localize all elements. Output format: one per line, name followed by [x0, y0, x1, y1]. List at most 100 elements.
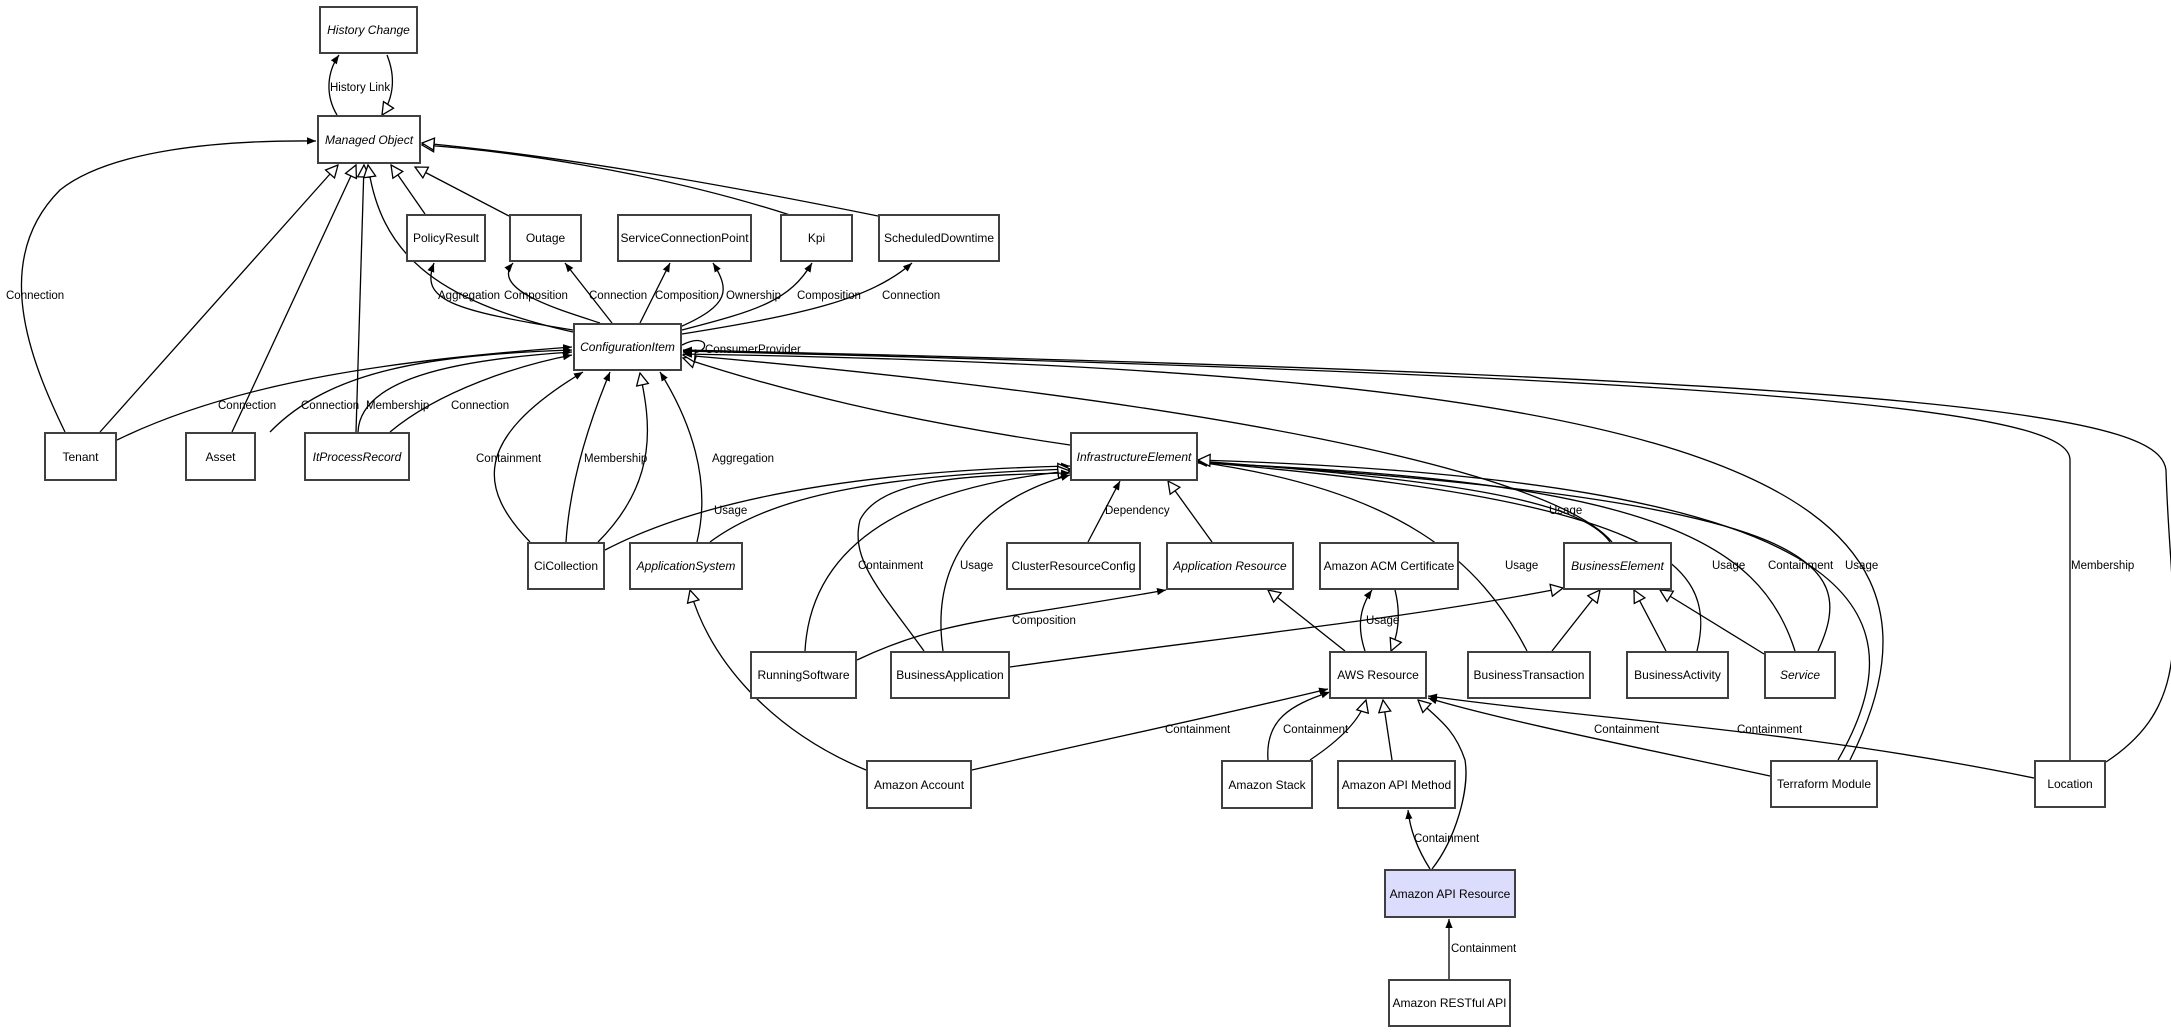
edge-running-software-to-infrastructure-element-inheritance[interactable] [804, 471, 1070, 652]
edge-ci-collection-to-infrastructure-element[interactable] [604, 462, 1071, 551]
edge-label: Ownership [726, 290, 781, 302]
edge-amazon-api-resource-to-aws-resource-inheritance[interactable] [1418, 700, 1467, 870]
edge-running-software-to-application-resource[interactable] [856, 588, 1167, 661]
edge-terraform-module-to-infrastructure-element-inheritance[interactable] [1198, 460, 1871, 761]
node-managed-object[interactable]: Managed Object [317, 115, 421, 164]
edge-location-to-aws-resource[interactable] [1427, 693, 2035, 779]
edge-managed-object-to-history-change[interactable] [328, 54, 340, 116]
node-amazon-account[interactable]: Amazon Account [866, 760, 972, 809]
node-application-resource[interactable]: Application Resource [1166, 542, 1294, 590]
node-label: Amazon RESTful API [1392, 996, 1507, 1010]
node-scheduled-downtime[interactable]: ScheduledDowntime [878, 214, 1000, 262]
node-kpi[interactable]: Kpi [780, 214, 853, 262]
edge-service-to-infrastructure-element[interactable] [1197, 458, 1831, 652]
edge-business-activity-to-business-element-inheritance[interactable] [1634, 590, 1667, 652]
node-application-system[interactable]: ApplicationSystem [629, 542, 743, 590]
edge-scheduled-downtime-to-managed-object-inheritance[interactable] [422, 143, 879, 217]
edge-amazon-api-resource-to-amazon-api-method[interactable] [1405, 809, 1431, 870]
edge-business-element-to-configuration-item-inheritance[interactable] [683, 355, 1613, 543]
edge-configuration-item-to-outage[interactable] [504, 262, 601, 324]
edge-tenant-to-managed-object[interactable] [20, 137, 317, 433]
edge-location-to-configuration-item[interactable] [682, 347, 2071, 760]
edge-configuration-item-to-outage[interactable] [564, 262, 613, 324]
edge-service-to-business-element-inheritance[interactable] [1660, 590, 1765, 655]
edge-business-application-to-infrastructure-element[interactable] [940, 473, 1071, 652]
edge-location-to-configuration-item[interactable] [682, 346, 2171, 763]
edge-service-to-infrastructure-element[interactable] [1197, 459, 1796, 652]
node-amazon-api-resource[interactable]: Amazon API Resource [1384, 869, 1516, 918]
node-service-connection-point[interactable]: ServiceConnectionPoint [617, 214, 752, 262]
edge-kpi-to-managed-object-inheritance[interactable] [422, 145, 791, 216]
edge-amazon-account-to-application-system-inheritance[interactable] [690, 590, 867, 771]
edge-asset-to-configuration-item[interactable] [269, 346, 573, 433]
node-running-software[interactable]: RunningSoftware [750, 651, 857, 699]
node-asset[interactable]: Asset [185, 432, 256, 481]
edge-business-transaction-to-business-element-inheritance[interactable] [1551, 590, 1600, 652]
node-location[interactable]: Location [2034, 760, 2106, 808]
edge-business-application-to-business-element-inheritance[interactable] [1009, 588, 1563, 668]
node-amazon-restful-api[interactable]: Amazon RESTful API [1388, 979, 1511, 1027]
edge-configuration-item-to-scheduled-downtime[interactable] [681, 262, 913, 335]
edge-configuration-item-to-policy-result[interactable] [427, 262, 574, 331]
edge-configuration-item-to-managed-object-inheritance[interactable] [368, 165, 574, 333]
edge-business-transaction-to-infrastructure-element[interactable] [1197, 459, 1528, 652]
edge-ci-collection-to-configuration-item-inheritance[interactable] [597, 373, 647, 543]
edge-amazon-stack-to-aws-resource-inheritance[interactable] [1309, 700, 1366, 761]
edge-it-process-record-to-configuration-item[interactable] [389, 353, 573, 433]
node-it-process-record[interactable]: ItProcessRecord [304, 432, 410, 481]
edge-ci-collection-to-configuration-item[interactable] [565, 371, 611, 543]
edge-aws-resource-to-amazon-acm-certificate[interactable] [1359, 589, 1373, 652]
node-label: Asset [205, 449, 236, 464]
node-configuration-item[interactable]: ConfigurationItem [573, 323, 682, 371]
edge-aws-resource-to-application-resource-inheritance[interactable] [1268, 590, 1346, 652]
edge-outage-to-managed-object-inheritance[interactable] [415, 167, 510, 217]
edge-amazon-stack-to-aws-resource[interactable] [1267, 691, 1331, 761]
node-business-activity[interactable]: BusinessActivity [1626, 651, 1729, 699]
node-label: CiCollection [533, 559, 599, 573]
edge-terraform-module-to-aws-resource[interactable] [1427, 697, 1771, 777]
edge-configuration-item-to-service-connection-point[interactable] [639, 262, 671, 324]
edge-terraform-module-to-configuration-item[interactable] [682, 350, 1884, 761]
node-outage[interactable]: Outage [509, 214, 582, 262]
node-history-change[interactable]: History Change [319, 6, 418, 54]
edge-business-application-to-infrastructure-element[interactable] [857, 469, 1071, 652]
node-business-application[interactable]: BusinessApplication [890, 651, 1010, 699]
node-aws-resource[interactable]: AWS Resource [1329, 651, 1427, 699]
edge-asset-to-managed-object-inheritance[interactable] [231, 165, 356, 433]
edge-it-process-record-to-managed-object-inheritance[interactable] [355, 165, 364, 433]
edge-ci-collection-to-configuration-item[interactable] [493, 371, 584, 543]
edge-label: Containment [858, 560, 924, 572]
edge-history-change-to-managed-object-inheritance[interactable] [382, 54, 392, 115]
node-label: Amazon Stack [1228, 777, 1306, 792]
edge-amazon-account-to-aws-resource[interactable] [971, 687, 1329, 771]
edge-application-system-to-configuration-item[interactable] [659, 371, 703, 543]
node-amazon-acm-certificate[interactable]: Amazon ACM Certificate [1319, 542, 1459, 590]
edge-label: Connection [218, 400, 276, 412]
node-tenant[interactable]: Tenant [44, 432, 117, 481]
edge-configuration-item-to-kpi[interactable] [681, 262, 813, 331]
node-infrastructure-element[interactable]: InfrastructureElement [1070, 432, 1198, 481]
edge-infrastructure-element-to-configuration-item-inheritance[interactable] [683, 358, 1071, 446]
node-cluster-resource-config[interactable]: ClusterResourceConfig [1006, 542, 1141, 590]
node-business-transaction[interactable]: BusinessTransaction [1467, 651, 1591, 699]
node-amazon-stack[interactable]: Amazon Stack [1221, 760, 1313, 809]
node-amazon-api-method[interactable]: Amazon API Method [1337, 760, 1456, 809]
node-business-element[interactable]: BusinessElement [1563, 542, 1672, 590]
edge-tenant-to-configuration-item[interactable] [116, 344, 573, 441]
node-terraform-module[interactable]: Terraform Module [1770, 760, 1878, 808]
edge-amazon-api-method-to-aws-resource-inheritance[interactable] [1383, 700, 1393, 761]
node-policy-result[interactable]: PolicyResult [406, 214, 486, 262]
node-label: BusinessTransaction [1473, 668, 1585, 682]
node-service[interactable]: Service [1764, 651, 1836, 699]
edge-amazon-acm-certificate-to-aws-resource-inheritance[interactable] [1391, 589, 1398, 651]
edge-label: Containment [1768, 560, 1834, 572]
node-label: AWS Resource [1337, 668, 1419, 682]
edge-application-resource-to-infrastructure-element-inheritance[interactable] [1168, 481, 1213, 543]
edge-configuration-item-to-service-connection-point[interactable] [679, 262, 724, 328]
edge-tenant-to-managed-object-inheritance[interactable] [99, 165, 338, 433]
edge-cluster-resource-config-to-infrastructure-element[interactable] [1087, 480, 1121, 543]
edge-application-system-to-infrastructure-element-inheritance[interactable] [709, 469, 1070, 543]
edge-it-process-record-to-configuration-item[interactable] [357, 348, 573, 433]
edge-policy-result-to-managed-object-inheritance[interactable] [391, 165, 426, 215]
node-ci-collection[interactable]: CiCollection [527, 542, 605, 590]
